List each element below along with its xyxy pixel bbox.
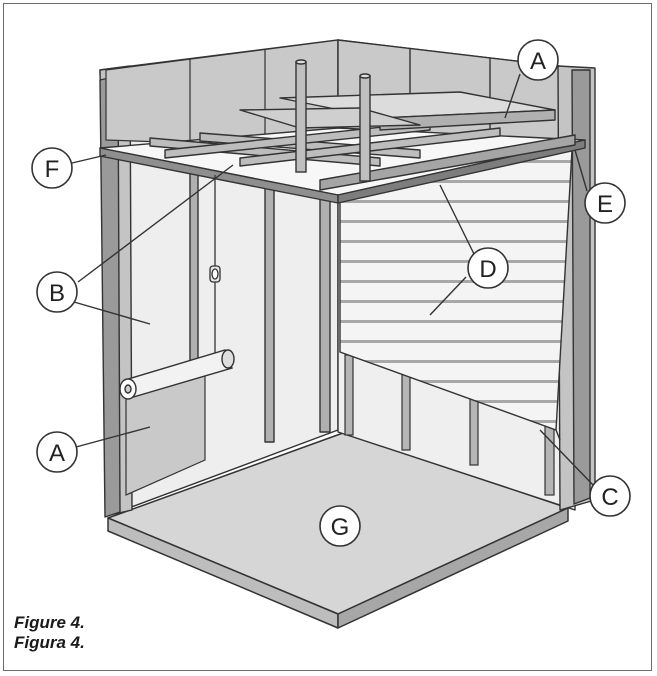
leader-lines [71, 73, 595, 487]
caption-english: Figure 4. [14, 613, 85, 632]
svg-text:D: D [479, 256, 496, 283]
caption-spanish: Figura 4. [14, 633, 85, 652]
callout-A-top: A [517, 39, 559, 81]
svg-text:C: C [601, 484, 618, 511]
svg-text:E: E [597, 191, 613, 218]
callout-F: F [31, 147, 73, 189]
svg-text:G: G [331, 514, 350, 541]
foil-roll-large [119, 349, 235, 400]
callout-A-left: A [36, 431, 78, 473]
svg-text:A: A [49, 440, 65, 467]
figure-caption: Figure 4. Figura 4. [14, 613, 85, 653]
callout-D: D [467, 247, 509, 289]
callout-C: C [589, 475, 631, 517]
svg-text:B: B [49, 280, 65, 307]
svg-text:F: F [45, 156, 60, 183]
svg-text:A: A [530, 48, 546, 75]
callout-G: G [319, 505, 361, 547]
ceiling-posts [295, 59, 371, 182]
callout-E: E [584, 182, 626, 224]
foil-roll-small [209, 175, 221, 360]
ceiling-boards [239, 91, 556, 131]
callout-B: B [36, 271, 78, 313]
